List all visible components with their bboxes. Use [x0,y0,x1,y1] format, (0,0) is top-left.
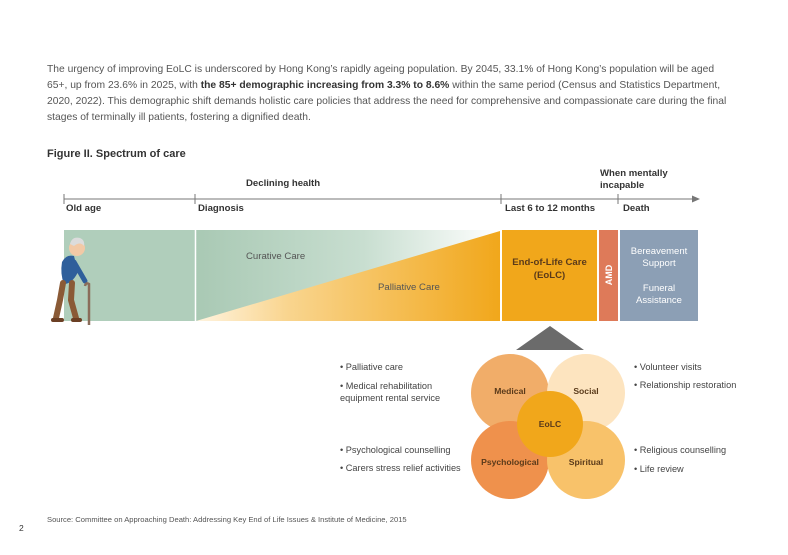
timeline-axis [63,194,700,204]
elderly-person-icon [51,237,91,325]
pointer-triangle [516,326,584,350]
psych-item-1: • Psychological counselling [340,445,451,455]
palliative-care-label: Palliative Care [378,282,440,293]
curative-care-label: Curative Care [246,251,306,262]
intro-text-1: The urgency of improving EoLC is undersc… [47,64,715,91]
old-age-band [64,230,195,321]
figure-title: Figure II. Spectrum of care [47,148,186,160]
eolc-center-label: EoLC [538,419,562,429]
timeline-diagnosis: Diagnosis [198,203,244,214]
intro-bold: the 85+ demographic increasing from 3.3%… [200,80,450,91]
declining-health-label: Declining health [246,178,321,189]
eolc-band [502,230,597,321]
medical-item-2: • Medical rehabilitation equipment renta… [340,381,441,403]
timeline-last-months: Last 6 to 12 months [505,203,596,214]
intro-text-2: within the same period (Census and Stati… [47,80,727,123]
timeline-old-age: Old age [66,203,102,214]
funeral-label: Funeral Assistance [636,283,682,306]
social-label: Social [573,386,599,396]
medical-item-1: • Palliative care [340,362,403,372]
spiritual-item-1: • Religious counselling [634,445,727,455]
mentally-incapable-label: When mentally incapable [600,168,668,191]
intro-paragraph: The urgency of improving EoLC is undersc… [47,62,737,126]
amd-band [599,230,618,321]
eolc-band-label: End-of-Life Care (EoLC) [512,257,587,281]
social-item-2: • Relationship restoration [634,380,737,390]
source-note: Source: Committee on Approaching Death: … [47,515,407,524]
death-band [620,230,698,321]
domain-circles [471,354,625,499]
page-number: 2 [19,523,24,533]
amd-label: AMD [604,264,614,286]
bereavement-label: Bereavement Support [630,246,688,269]
social-item-1: • Volunteer visits [634,362,702,372]
medical-label: Medical [494,386,526,396]
timeline-death: Death [623,203,650,214]
psychological-label: Psychological [481,457,539,467]
psych-item-2: • Carers stress relief activities [340,463,461,473]
palliative-wedge [196,231,500,321]
eolc-center-circle [517,391,583,457]
spiritual-item-2: • Life review [634,464,684,474]
spiritual-label: Spiritual [568,457,604,467]
